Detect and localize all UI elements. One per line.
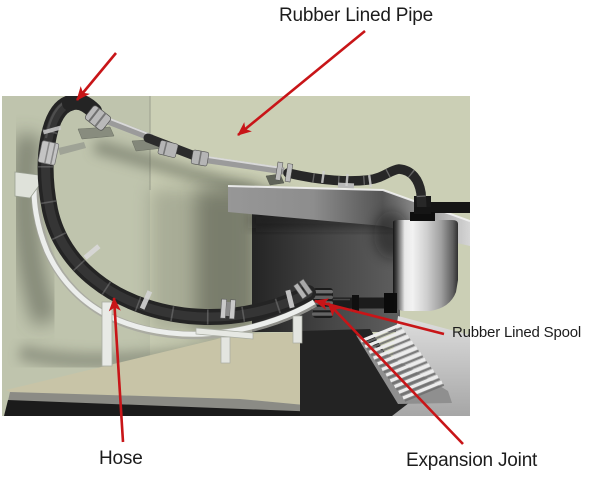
staircase: [356, 323, 452, 404]
hose-end-coupling: [293, 278, 313, 300]
top-right-bar: [425, 202, 470, 213]
arrow-hose: [108, 297, 125, 443]
annotation-arrows: [75, 29, 464, 445]
hose: [37, 96, 316, 326]
arrow-rubber-lined-pipe: [237, 29, 366, 137]
pipe-flange-pair: [274, 161, 294, 183]
pipe-coupling: [190, 149, 210, 167]
pipe-coupling: [84, 105, 112, 131]
arrow-hose-top: [75, 52, 118, 101]
stairs-left-shadow: [300, 329, 414, 416]
label-rubber-lined-spool: Rubber Lined Spool: [452, 324, 581, 341]
pipe-coupling: [157, 140, 179, 158]
arrow-expansion-joint: [327, 302, 464, 445]
support-post: [292, 315, 303, 344]
label-hose: Hose: [99, 448, 143, 469]
hose-coupling: [220, 298, 236, 320]
floor: [4, 330, 370, 416]
rubber-lined-pipe-run: [84, 105, 435, 221]
label-expansion-joint: Expansion Joint: [406, 450, 538, 471]
support-post: [101, 301, 113, 367]
arrow-rubber-lined-spool: [314, 298, 445, 336]
rail-supports: [14, 171, 303, 367]
support-post: [220, 336, 231, 364]
label-rubber-lined-pipe: Rubber Lined Pipe: [279, 5, 433, 26]
support-crossbar: [195, 327, 254, 340]
hose-clamps: [37, 125, 313, 320]
